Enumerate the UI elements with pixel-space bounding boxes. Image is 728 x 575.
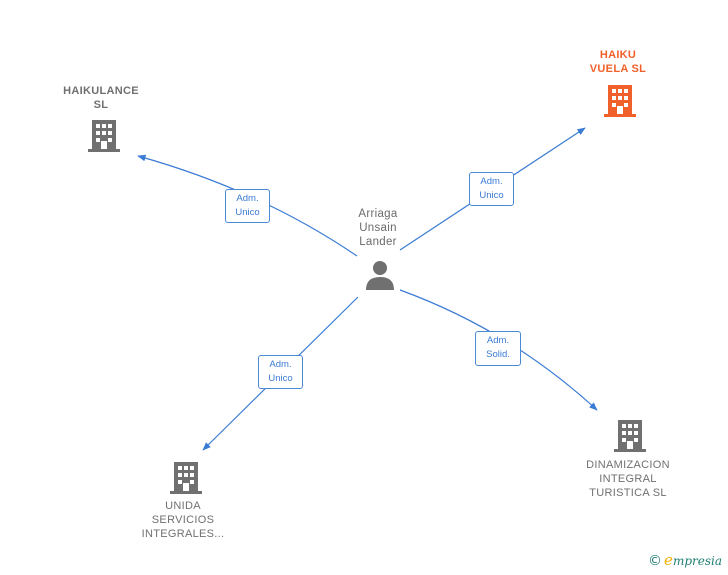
relation-badge-dinamizacion[interactable]: Adm. Solid. [475, 331, 521, 366]
company-name-line: INTEGRALES... [141, 528, 225, 540]
relation-line: Adm. [269, 359, 292, 370]
company-name-line: INTEGRAL [599, 473, 657, 485]
relation-line: Adm. [480, 176, 503, 187]
company-name-line: HAIKULANCE [63, 85, 139, 97]
company-label-haiku-vuela[interactable]: HAIKU VUELA SL [568, 48, 668, 76]
company-label-dinamizacion[interactable]: DINAMIZACION INTEGRAL TURISTICA SL [573, 458, 683, 500]
building-icon[interactable] [170, 462, 202, 494]
company-label-unida[interactable]: UNIDA SERVICIOS INTEGRALES... [128, 499, 238, 541]
empresia-watermark: ©empresia [648, 551, 722, 569]
person-name-line: Unsain [359, 222, 397, 234]
relation-line: Solid. [486, 349, 510, 360]
relation-line: Adm. [486, 335, 510, 346]
relation-badge-unida[interactable]: Adm. Unico [258, 355, 303, 389]
company-name-line: VUELA SL [589, 63, 647, 75]
brand-e-logo: e [664, 551, 673, 569]
company-name-line: DINAMIZACION [586, 459, 670, 471]
person-icon[interactable] [366, 261, 394, 290]
relation-line: Unico [268, 373, 293, 384]
relation-badge-haikulance[interactable]: Adm. Unico [225, 189, 270, 223]
copyright-symbol: © [648, 553, 663, 569]
relation-line: Unico [235, 207, 260, 218]
relation-line: Adm. [236, 193, 259, 204]
brand-name: mpresia [672, 554, 722, 568]
relation-badge-haiku-vuela[interactable]: Adm. Unico [469, 172, 514, 206]
company-label-haikulance[interactable]: HAIKULANCE SL [51, 84, 151, 112]
person-name-label[interactable]: Arriaga Unsain Lander [340, 207, 416, 249]
person-name-line: Lander [359, 236, 397, 248]
building-icon[interactable] [604, 85, 636, 117]
company-name-line: TURISTICA SL [589, 487, 667, 499]
company-name-line: HAIKU [599, 49, 637, 61]
company-name-line: SL [93, 99, 109, 111]
person-name-line: Arriaga [358, 208, 398, 220]
relation-line: Unico [479, 190, 504, 201]
building-icon[interactable] [614, 420, 646, 452]
company-name-line: SERVICIOS [151, 514, 215, 526]
building-icon[interactable] [88, 120, 120, 152]
company-name-line: UNIDA [165, 500, 201, 512]
